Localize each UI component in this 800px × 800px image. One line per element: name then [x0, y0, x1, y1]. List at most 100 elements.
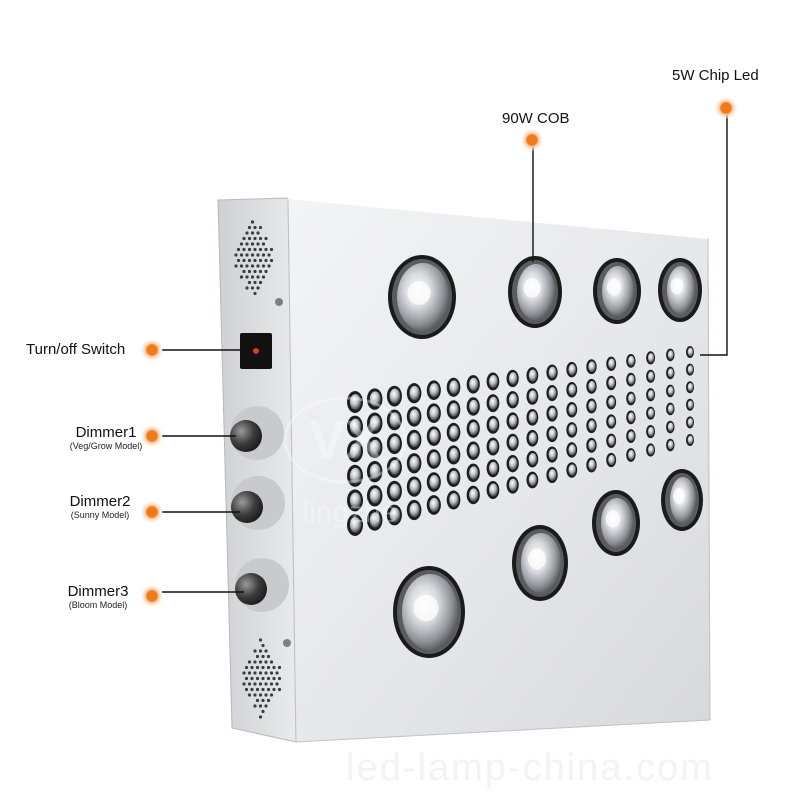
chip-led [426, 472, 441, 492]
chip-led [366, 509, 383, 531]
chip-led [626, 429, 636, 444]
label-cob: 90W COB [502, 110, 570, 127]
chip-led [586, 457, 597, 473]
chip-led [386, 433, 402, 455]
chip-led [386, 480, 402, 502]
chip-led [466, 485, 480, 505]
chip-led [366, 460, 383, 483]
chip-led [347, 415, 363, 438]
chip-led [686, 434, 694, 446]
chip-led [606, 452, 617, 468]
chip-led [566, 462, 578, 478]
chip-led [406, 453, 422, 474]
chip-led [606, 375, 617, 391]
chip-led [666, 366, 675, 380]
chip-led [646, 388, 656, 402]
chip-led [466, 375, 480, 394]
chip-led [446, 377, 461, 397]
chip-led [406, 429, 422, 451]
cob-lens-8 [661, 469, 703, 531]
chip-led [666, 402, 675, 416]
side-vent-bottom [242, 638, 282, 719]
label-dimmer3-sub: (Bloom Model) [68, 600, 128, 610]
cob-lens-6 [512, 525, 568, 601]
chip-led [347, 391, 363, 413]
chip-led [486, 437, 500, 456]
chip-led [626, 372, 636, 387]
chip-led [466, 441, 480, 460]
callout-markers [141, 97, 737, 607]
chip-led [466, 463, 480, 483]
chip-led [606, 356, 617, 371]
chip-led [347, 489, 363, 512]
cob-lenses [388, 255, 703, 658]
watermark-logo: VX lingzhe [283, 396, 407, 529]
chip-led [506, 433, 519, 452]
chip-led [686, 398, 694, 411]
dimmer2-knob[interactable] [231, 476, 285, 530]
cob-lens-3 [593, 258, 641, 324]
chip-led [526, 367, 539, 384]
chip-led [606, 414, 617, 429]
label-dimmer3-title: Dimmer3 [67, 583, 129, 600]
chip-led [626, 410, 636, 425]
label-chip-led: 5W Chip Led [672, 67, 759, 84]
chip-led [546, 364, 558, 381]
chip-led [426, 426, 441, 446]
chip-led [426, 495, 441, 515]
chip-led [686, 416, 694, 429]
chip-led [546, 446, 558, 463]
chip-led [366, 388, 383, 410]
chip-led [386, 385, 402, 407]
chip-led [366, 436, 383, 459]
chip-led [347, 464, 363, 487]
side-vent-top [234, 220, 274, 296]
chip-led [446, 445, 461, 465]
chip-led [586, 437, 597, 453]
chip-led [486, 372, 500, 391]
chip-led [446, 400, 461, 420]
chip-led [546, 405, 558, 422]
chip-led [666, 438, 675, 452]
chip-led [606, 433, 617, 448]
chip-led [366, 412, 383, 434]
chip-led [546, 466, 558, 484]
chip-led [486, 415, 500, 434]
chip-led [426, 403, 441, 424]
cob-lens-1 [388, 255, 456, 339]
chip-led [446, 467, 461, 487]
dimmer3-knob[interactable] [235, 558, 289, 612]
watermark-site: led-lamp-china.com [346, 747, 714, 789]
chip-led [526, 471, 539, 489]
chip-led [466, 419, 480, 438]
chip-led [666, 348, 675, 362]
panel-side [217, 197, 297, 743]
chip-led [646, 424, 656, 439]
power-switch[interactable] [240, 333, 272, 369]
chip-led [626, 448, 636, 462]
chip-led [406, 383, 422, 404]
label-dimmer1: Dimmer1 (Veg/Grow Model) [64, 424, 148, 451]
chip-led [506, 369, 519, 388]
chip-led [406, 499, 422, 521]
chip-led [586, 398, 597, 414]
chip-led [606, 395, 617, 410]
chip-led [446, 490, 461, 510]
chip-led [586, 359, 597, 375]
chip-led [526, 408, 539, 426]
chip-led [446, 422, 461, 442]
label-dimmer2: Dimmer2 (Sunny Model) [58, 493, 142, 520]
cob-lens-2 [508, 256, 562, 328]
chip-led [426, 449, 441, 469]
cob-lens-7 [592, 490, 640, 556]
chip-led [506, 455, 519, 473]
dimmer1-knob[interactable] [230, 406, 284, 460]
chip-led [386, 409, 402, 431]
chip-led [686, 346, 694, 358]
chip-led [486, 481, 500, 499]
chip-led [566, 422, 578, 438]
chip-led [506, 476, 519, 494]
chip-led [506, 412, 519, 430]
label-dimmer3: Dimmer3 (Bloom Model) [56, 583, 140, 610]
